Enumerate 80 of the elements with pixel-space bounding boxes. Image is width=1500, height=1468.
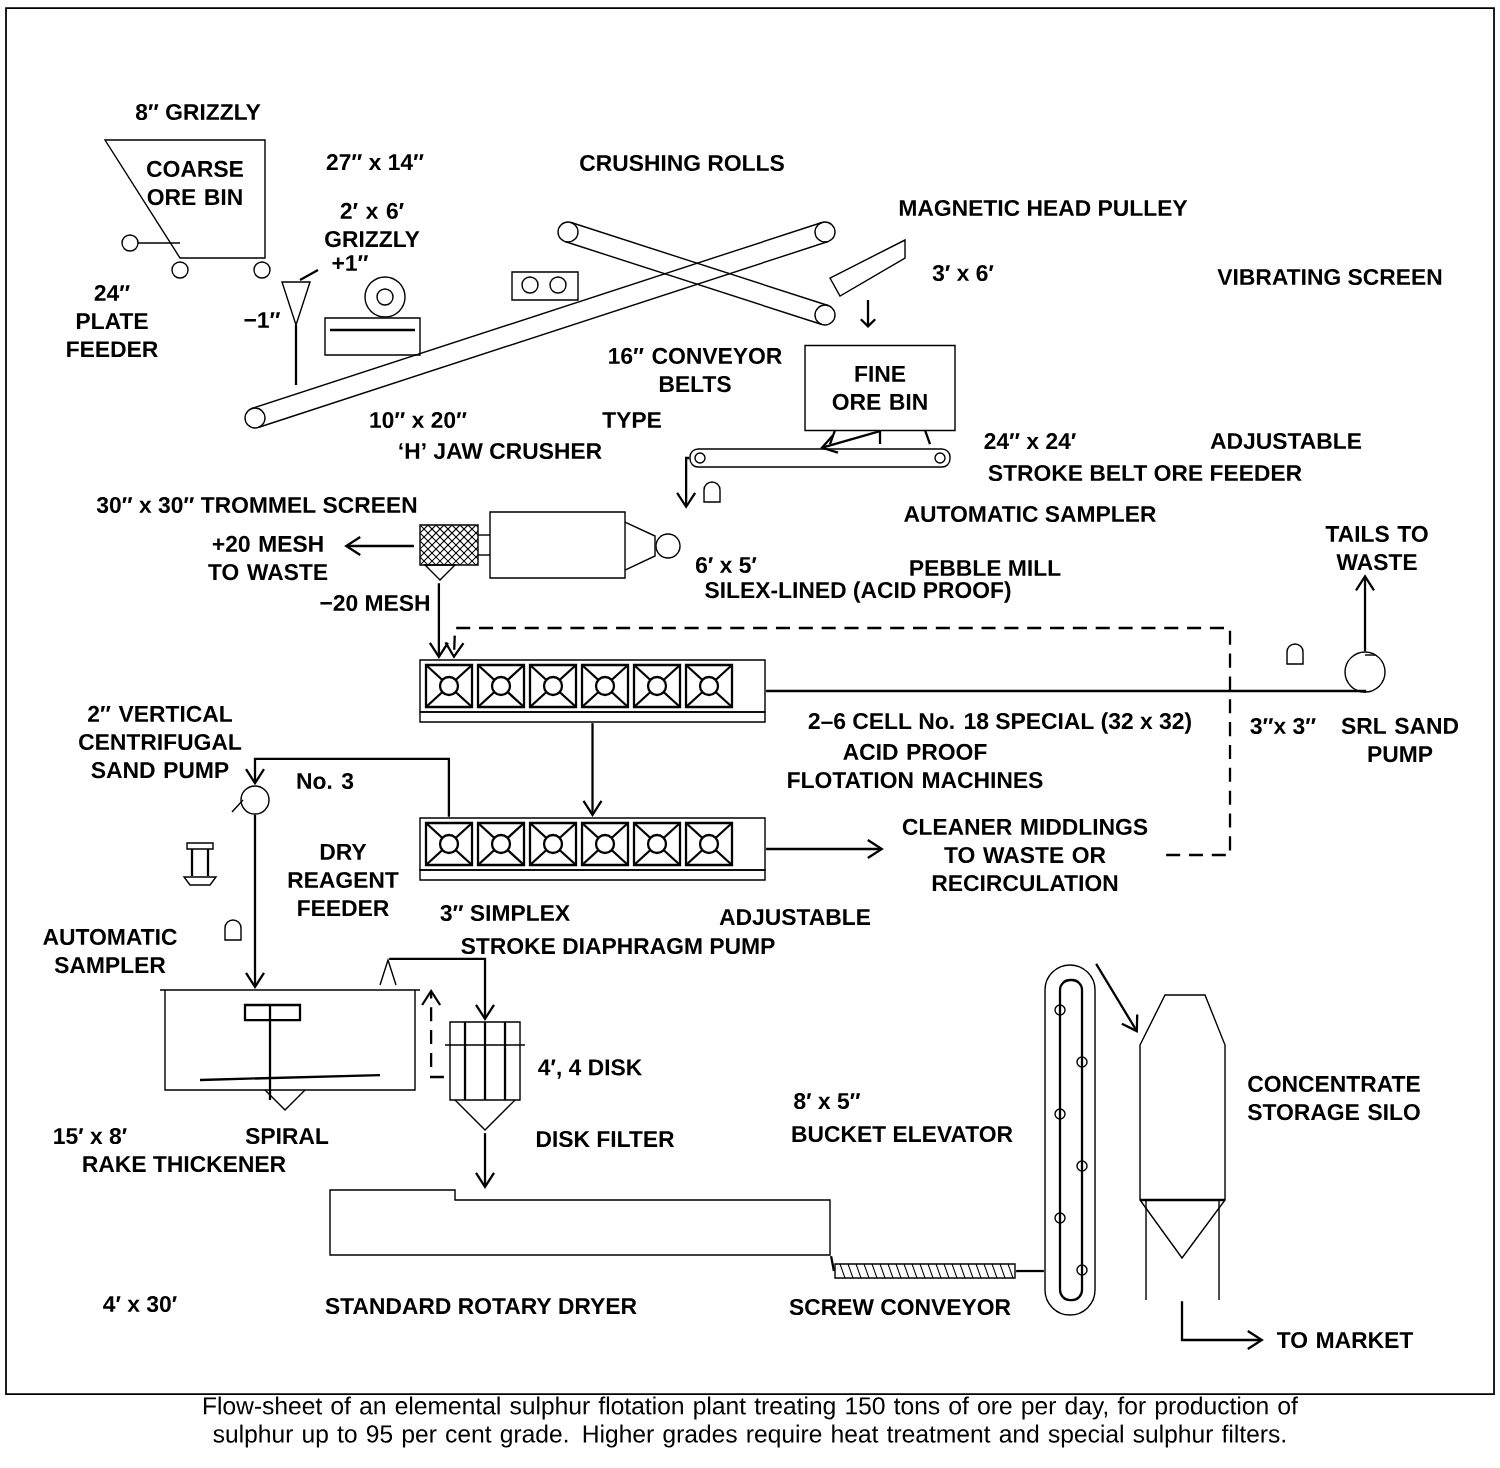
equipment-label: 24″ x 24′ [984,433,1076,449]
flow-label: TO MARKET [1276,1331,1414,1349]
equipment-label: STROKE BELT ORE FEEDER [988,464,1302,482]
flow-arrow [245,757,451,817]
caption: Flow-sheet of an elemental sulphur flotation plant treating 150 tons of ore per day, for production of sulphur up to 95 per cent grade. Higher grades require heat treatment and special sulphur filters. [203,1396,1298,1448]
equipment-label: 2″ VERTICAL CENTRIFUGAL SAND PUMP [79,705,242,779]
flow-arrow [344,536,414,556]
flow-arrow [1355,574,1375,652]
equipment-label: PEBBLE MILL [910,560,1061,576]
flow-arrow [1180,1301,1264,1350]
screw-conveyor-drawing [834,1263,1016,1279]
recirculation-arrow [421,988,444,1079]
recirculation-arrow [444,626,1232,857]
flow-arrow [389,957,495,1021]
equipment-label: ACID PROOF FLOTATION MACHINES [788,743,1043,789]
equipment-label: RAKE THICKENER [83,1155,286,1173]
equipment-label: +1″ [332,255,369,271]
equipment-label: STROKE DIAPHRAGM PUMP [461,937,775,955]
equipment-label: MAGNETIC HEAD PULLEY [899,199,1188,217]
equipment-label: −20 MESH [320,594,429,612]
flow-line [829,1255,835,1272]
rotary-dryer-drawing [329,1189,831,1256]
equipment-label: 10″ x 20″ [370,411,467,429]
equipment-label: ADJUSTABLE [1210,432,1362,450]
equipment-label: 2′ x 6′ GRIZZLY [325,202,420,248]
flow-line [1016,1269,1044,1273]
equipment-label: 6′ x 5′ [695,556,757,574]
pebble-mill-drawing [419,511,681,581]
flow-arrow [428,583,449,659]
flotation-cells-drawing [419,817,766,881]
disk-filter-drawing [444,1021,526,1131]
ore-bin: FINE ORE BIN [804,344,956,445]
equipment-label: BUCKET ELEVATOR [792,1125,1013,1143]
equipment-label: 27″ x 14″ [326,154,424,170]
equipment-label: 3′ x 6′ [932,264,994,282]
flow-arrow [676,456,697,509]
flotation-cells-drawing [419,659,766,723]
equipment-label: 15′ x 8′ [54,1127,127,1145]
equipment-label: ADJUSTABLE [719,908,871,926]
equipment-label: DISK FILTER [536,1130,675,1148]
equipment-label: STANDARD ROTARY DRYER [325,1297,637,1315]
bucket-elevator-drawing [1044,964,1096,1316]
sand-pump-icon [231,785,270,815]
flow-arrow [582,723,603,817]
equipment-label: 2–6 CELL No. 18 SPECIAL (32 x 32) [808,712,1191,734]
equipment-label: AUTOMATIC SAMPLER [43,928,177,974]
equipment-label: 3″ SIMPLEX [440,904,570,922]
equipment-label: TYPE [602,412,661,428]
equipment-label: SRL SAND PUMP [1341,717,1459,763]
flow-arrow [766,839,884,859]
sand-pump-icon [1344,651,1386,693]
equipment-label: 16″ CONVEYOR BELTS [609,347,782,393]
equipment-label: 4′ x 30′ [103,1295,177,1313]
flow-arrow [820,430,881,454]
equipment-label: 30″ x 30″ TROMMEL SCREEN [96,496,417,514]
flow-label: TAILS TO WASTE [1325,525,1428,571]
flow-label: CLEANER MIDDLINGS TO WASTE OR RECIRCULATION [902,818,1148,892]
equipment-label: AUTOMATIC SAMPLER [904,505,1156,523]
equipment-label: DRY REAGENT FEEDER [288,844,399,916]
flow-line [766,689,1367,694]
equipment-label: SILEX-LINED (ACID PROOF) [705,581,1011,603]
equipment-label: 24″ PLATE FEEDER [67,284,158,358]
equipment-label: SCREW CONVEYOR [789,1298,1011,1316]
equipment-label: 3″x 3″ [1250,717,1316,735]
flow-arrow [245,814,265,989]
equipment-label: ‘H’ JAW CRUSHER [399,442,602,460]
flow-arrow [1095,963,1139,1033]
equipment-label: CONCENTRATE STORAGE SILO [1247,1075,1420,1121]
equipment-label: 8′ x 5″ [794,1092,861,1110]
flow-label: +20 MESH TO WASTE [208,535,328,581]
equipment-label: 8″ GRIZZLY [135,103,261,121]
equipment-label: No. 3 [297,772,354,790]
equipment-label: −1″ [244,312,281,328]
storage-silo-drawing [1139,994,1226,1301]
equipment-label: CRUSHING ROLLS [580,154,784,172]
equipment-label: VIBRATING SCREEN [1217,268,1442,286]
equipment-label: 4′, 4 DISK [538,1059,643,1079]
flow-arrow [475,1133,495,1189]
belt-feeder [689,448,951,468]
equipment-label: SPIRAL [245,1127,329,1145]
